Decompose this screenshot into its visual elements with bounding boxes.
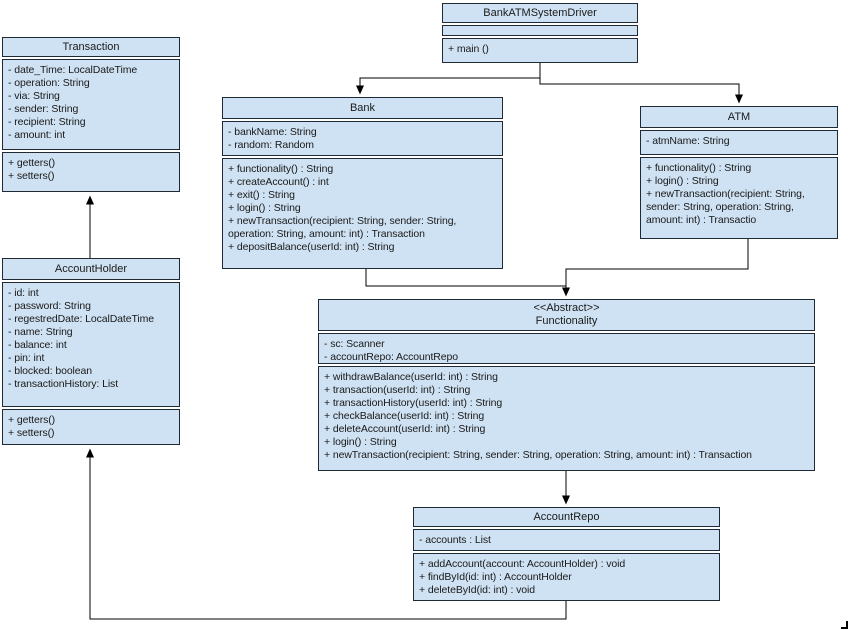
class-member-line: - name: String [8,326,73,338]
methods-compartment: + withdrawBalance(userId: int) : String+… [318,366,815,471]
class-member-line: + newTransaction(recipient: String, send… [324,449,752,461]
class-box-accountholder[interactable]: AccountHolder - id: int- password: Strin… [2,258,180,445]
class-member-line: - bankName: String [228,126,317,138]
class-member-line: + depositBalance(userId: int) : String [228,241,395,253]
methods-compartment: + functionality() : String+ login() : St… [640,157,838,239]
class-member-line: - atmName: String [646,135,730,147]
class-member-line: + addAccount(account: AccountHolder) : v… [419,558,626,570]
connector-BankATMSystemDriver-to-ATM[interactable] [539,63,743,104]
class-member-line: - amount: int [8,129,66,141]
class-title: ATM [640,106,838,128]
class-member-line: amount: int) : Transactio [646,214,757,226]
connector-AccountRepo-to-AccountHolder[interactable] [86,448,567,620]
class-title: Bank [222,97,503,119]
class-name: AccountRepo [533,510,600,523]
methods-compartment: + getters()+ setters() [2,152,180,192]
class-member-line: - pin: int [8,352,45,364]
class-member-line: + findById(id: int) : AccountHolder [419,571,572,583]
class-member-line: + exit() : String [228,189,295,201]
class-member-line: - accountRepo: AccountRepo [324,351,458,363]
class-box-bank[interactable]: Bank - bankName: String- random: Random … [222,97,503,269]
methods-compartment: + getters()+ setters() [2,409,180,445]
class-member-line: - balance: int [8,339,67,351]
class-member-line: - date_Time: LocalDateTime [8,64,138,76]
methods-compartment: + main () [442,38,638,63]
corner-artifact-vertical [846,621,848,629]
connector-Bank-to-Functionality[interactable] [365,269,570,297]
attributes-compartment: - atmName: String [640,130,838,155]
class-member-line: + transaction(userId: int) : String [324,384,471,396]
attributes-compartment: - date_Time: LocalDateTime- operation: S… [2,59,180,150]
class-box-atm[interactable]: ATM - atmName: String + functionality() … [640,106,838,239]
corner-artifact-horizontal [841,627,848,629]
class-member-line: + transactionHistory(userId: int) : Stri… [324,397,503,409]
attributes-compartment: - bankName: String- random: Random [222,121,503,156]
class-member-line: + newTransaction(recipient: String, send… [228,215,457,227]
connector-BankATMSystemDriver-to-Bank[interactable] [356,63,541,95]
attributes-compartment [442,25,638,36]
attributes-compartment: - accounts : List [413,529,720,551]
class-name: ATM [727,110,751,123]
class-box-accountrepo[interactable]: AccountRepo - accounts : List + addAccou… [413,507,720,601]
attributes-compartment: - id: int- password: String- regestredDa… [2,282,180,407]
class-member-line: + login() : String [646,175,719,187]
class-member-line: + getters() [8,414,56,426]
class-member-line: - accounts : List [419,534,491,546]
class-member-line: - recipient: String [8,116,86,128]
class-name: Bank [349,101,376,114]
class-member-line: + withdrawBalance(userId: int) : String [324,371,498,383]
class-member-line: + functionality() : String [228,163,334,175]
class-member-line: - transactionHistory: List [8,378,119,390]
class-name: AccountHolder [54,262,128,275]
class-box-transaction[interactable]: Transaction - date_Time: LocalDateTime- … [2,37,180,192]
class-member-line: - password: String [8,300,91,312]
class-member-line: - id: int [8,287,39,299]
connector-ATM-to-Functionality[interactable] [565,239,749,286]
class-member-line: operation: String, amount: int) : Transa… [228,228,425,240]
class-member-line: - operation: String [8,77,90,89]
class-member-line: - sc: Scanner [324,338,385,350]
class-member-line: + checkBalance(userId: int) : String [324,410,485,422]
class-member-line: - random: Random [228,139,314,151]
class-member-line: - regestredDate: LocalDateTime [8,313,155,325]
class-member-line: + deleteAccount(userId: int) : String [324,423,486,435]
class-member-line: - via: String [8,90,60,102]
class-member-line: + main () [448,43,489,55]
class-name: BankATMSystemDriver [483,6,597,19]
class-name: Functionality [535,315,598,327]
class-title: AccountRepo [413,507,720,527]
class-member-line: + setters() [8,170,55,182]
class-member-line: + createAccount() : int [228,176,329,188]
class-title: BankATMSystemDriver [442,3,638,23]
attributes-compartment: - sc: Scanner- accountRepo: AccountRepo [318,333,815,364]
class-member-line: + newTransaction(recipient: String, [646,188,805,200]
class-member-line: + functionality() : String [646,162,752,174]
class-member-line: + getters() [8,157,56,169]
class-member-line: + login() : String [324,436,397,448]
class-member-line: + login() : String [228,202,301,214]
class-member-line: - blocked: boolean [8,365,93,377]
class-title: Transaction [2,37,180,57]
class-member-line: - sender: String [8,103,79,115]
methods-compartment: + addAccount(account: AccountHolder) : v… [413,553,720,601]
class-box-bankatmsystemdriver[interactable]: BankATMSystemDriver + main () [442,3,638,63]
class-box-functionality[interactable]: <<Abstract>> Functionality - sc: Scanner… [318,299,815,471]
class-title: <<Abstract>> Functionality [318,299,815,331]
class-stereotype: <<Abstract>> [533,302,600,314]
class-member-line: + setters() [8,427,55,439]
corner-resize-artifact [840,621,848,629]
class-member-line: + deleteById(id: int) : void [419,584,535,596]
class-member-line: sender: String, operation: String, [646,201,794,213]
methods-compartment: + functionality() : String+ createAccoun… [222,158,503,269]
class-name: Transaction [62,40,120,53]
class-title: AccountHolder [2,258,180,280]
